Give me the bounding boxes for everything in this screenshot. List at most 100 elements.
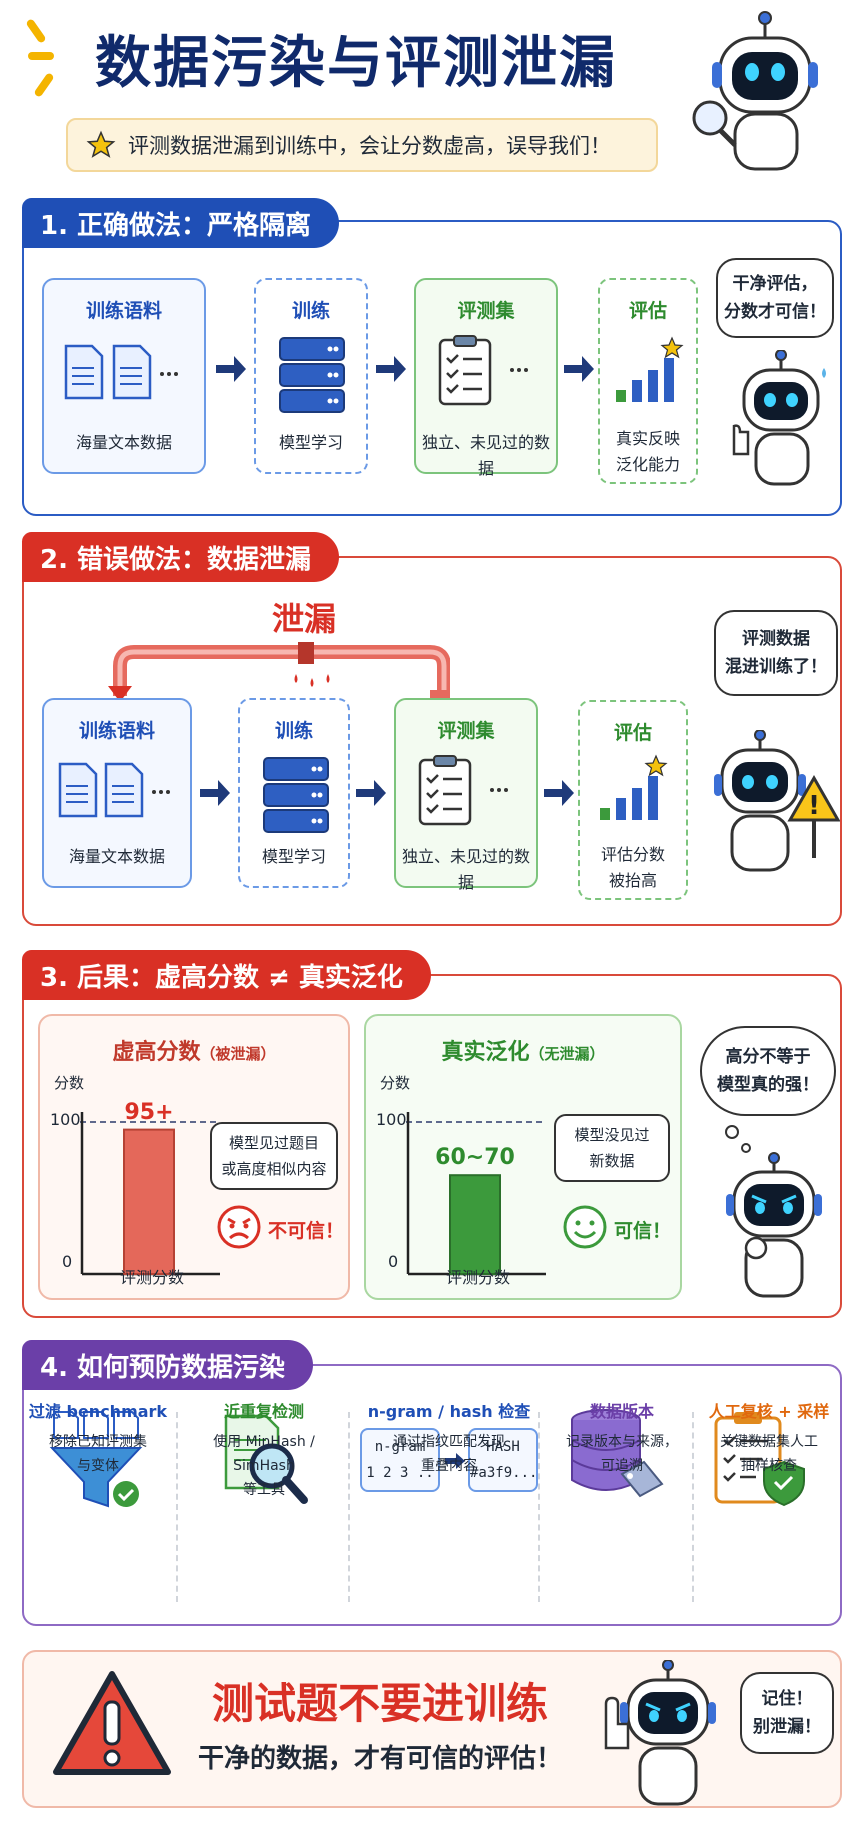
funnel-filter-icon	[49, 1411, 143, 1508]
note-text: 模型见过题目	[228, 1134, 319, 1152]
rising-bars-star-icon	[600, 754, 668, 820]
divider	[692, 1412, 694, 1602]
speech-bubble: 评测数据 混进训练了！	[714, 610, 838, 696]
box-sub: 海量文本数据	[75, 433, 172, 452]
bar-value-label: 95+	[124, 1099, 174, 1125]
speech-bubble: 干净评估， 分数才可信！	[716, 258, 834, 338]
magnifier-document-icon	[224, 1414, 308, 1504]
page-title: 数据污染与评测泄漏	[95, 31, 617, 96]
tick-label: 100	[376, 1110, 407, 1129]
subtitle-banner: 评测数据泄漏到训练中，会让分数虚高，误导我们！	[66, 118, 658, 172]
hash-value: #a3f9...	[470, 1465, 538, 1481]
sparkle-icon	[33, 72, 55, 98]
robot-thinking-icon	[725, 1125, 822, 1298]
arrow-right-icon	[216, 356, 246, 382]
desc-line: 重叠内容	[421, 1458, 477, 1474]
axis-label: 分数	[54, 1074, 85, 1092]
item-desc: 移除已知评测集与变体	[20, 1430, 176, 1478]
desc-line: 移除已知评测集	[49, 1434, 147, 1450]
item-desc: 记录版本与来源，可追溯	[544, 1430, 700, 1478]
box-sub: 独立、未见过的数据	[421, 433, 550, 478]
section3-header: 3. 后果：虚高分数 ≠ 真实泛化	[22, 950, 431, 1000]
thought-bubble: 高分不等于 模型真的强！	[700, 1026, 836, 1116]
verdict-text: 可信！	[614, 1220, 672, 1242]
desc-line: 抽样核查	[741, 1458, 797, 1474]
bar-value-label: 60~70	[435, 1145, 515, 1171]
arrow-right-icon	[544, 780, 574, 806]
box-title: 评估	[613, 722, 652, 744]
section2-header: 2. 错误做法：数据泄漏	[22, 532, 340, 582]
desc-line: 关键数据集人工	[720, 1434, 818, 1450]
box-sub: 海量文本数据	[68, 847, 165, 866]
server-icon	[263, 757, 329, 833]
hash-label: HASH	[486, 1439, 520, 1455]
robot-thumbs-up-icon	[732, 350, 826, 486]
item-title: 过滤 benchmark	[28, 1402, 168, 1421]
item-desc: 使用 MinHash / SimHash 等工具	[186, 1430, 342, 1502]
footer-headline: 测试题不要进训练	[211, 1679, 548, 1728]
item-desc: 关键数据集人工抽样核查	[694, 1430, 844, 1478]
item-desc: 通过指纹匹配发现重叠内容	[364, 1430, 534, 1478]
clipboard-checklist-icon	[438, 335, 528, 406]
hash-card: HASH #a3f9...	[468, 1428, 538, 1492]
panel-title-note: （被泄漏）	[200, 1045, 276, 1063]
box-training: 训练 模型学习	[238, 698, 350, 888]
desc-line: 通过指纹匹配发现	[393, 1434, 505, 1450]
sparkle-icon	[25, 18, 47, 44]
bubble-text: 别泄漏！	[753, 1717, 821, 1737]
bar-chart	[406, 1112, 546, 1276]
tick-label: 100	[50, 1110, 81, 1129]
bar-clean	[449, 1174, 501, 1275]
prevention-item-near-dup: 近重复检测 使用 MinHash / SimHash 等工具	[186, 1398, 342, 1502]
note-text: 新数据	[589, 1152, 635, 1170]
footer-tagline: 干净的数据，才有可信的评估！	[197, 1744, 562, 1774]
warning-triangle-icon	[53, 1671, 171, 1775]
axis-label: 分数	[380, 1074, 411, 1092]
section4-header: 4. 如何预防数据污染	[22, 1340, 314, 1390]
robot-worried-icon: !	[714, 730, 840, 872]
panel-title: 虚高分数（被泄漏）	[40, 1034, 348, 1066]
star-icon	[86, 130, 116, 158]
prevention-item-filter: 过滤 benchmark 移除已知评测集与变体	[20, 1398, 176, 1478]
note-text: 模型没见过	[574, 1126, 650, 1144]
box-title: 训练语料	[85, 300, 162, 322]
ngram-label: n-gram	[374, 1439, 426, 1455]
desc-line: 使用 MinHash / SimHash	[213, 1434, 315, 1474]
panel-title-note: （无泄漏）	[529, 1045, 605, 1063]
database-tag-icon	[571, 1409, 664, 1498]
x-label: 评测分数	[446, 1268, 511, 1287]
bar-leaked	[123, 1128, 175, 1275]
smiley-face-icon	[563, 1205, 607, 1249]
item-title: 数据版本	[589, 1402, 654, 1421]
bubble-text: 分数才可信！	[724, 302, 826, 322]
note-callout: 模型见过题目 或高度相似内容	[210, 1122, 338, 1190]
clipboard-shield-icon	[714, 1412, 805, 1507]
prevention-item-ngram: n-gram / hash 检查 通过指纹匹配发现重叠内容	[364, 1398, 534, 1478]
note-text: 或高度相似内容	[221, 1160, 327, 1178]
robot-magnifier-icon	[692, 11, 818, 171]
arrow-right-icon	[200, 780, 230, 806]
bubble-text: 记住！	[761, 1689, 813, 1709]
bubble-text: 评测数据	[742, 629, 810, 649]
arrow-right-icon	[376, 356, 406, 382]
section-consequence	[22, 974, 842, 1318]
desc-line: 等工具	[243, 1482, 285, 1498]
item-title: 近重复检测	[223, 1402, 304, 1421]
box-training: 训练 模型学习	[254, 278, 368, 474]
box-title: 训练	[291, 300, 330, 322]
box-eval-set: 评测集 独立、未见过的数据	[394, 698, 538, 892]
box-training-corpus: 训练语料 海量文本数据	[42, 278, 206, 474]
speech-bubble: 记住！ 别泄漏！	[740, 1672, 834, 1754]
box-sub: 独立、未见过的数据	[401, 847, 530, 892]
robot-pointing-icon	[604, 1660, 716, 1806]
box-evaluate: 评估 真实反映 泛化能力	[598, 278, 698, 484]
divider	[538, 1412, 540, 1602]
box-sub: 真实反映	[615, 429, 680, 448]
ngram-card: n-gram 1 2 3 ..	[360, 1428, 440, 1492]
compare-panel-clean: 真实泛化（无泄漏） 分数 100 0 60~70 评测分数 模型没见过 新数据 …	[364, 1014, 682, 1300]
box-training-corpus: 训练语料 海量文本数据	[42, 698, 192, 888]
prevention-item-versioning: 数据版本 记录版本与来源，可追溯	[544, 1398, 700, 1478]
server-icon	[279, 337, 345, 413]
item-title: n-gram / hash 检查	[367, 1402, 531, 1421]
bubble-text: 模型真的强！	[717, 1075, 819, 1095]
